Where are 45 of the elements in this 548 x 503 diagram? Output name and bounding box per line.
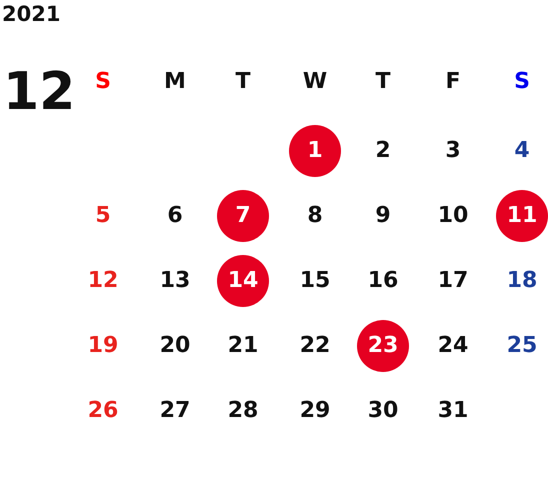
highlighted-day-circle xyxy=(357,320,409,372)
day-number: 7 xyxy=(235,205,251,227)
weekday-header: M xyxy=(164,71,186,93)
day-number: 15 xyxy=(300,270,330,292)
day-number: 8 xyxy=(307,205,323,227)
day-number: 22 xyxy=(300,335,330,357)
day-number: 30 xyxy=(368,400,398,422)
day-number: 17 xyxy=(438,270,468,292)
day-number: 3 xyxy=(445,140,461,162)
day-number: 28 xyxy=(228,400,258,422)
weekday-header: S xyxy=(95,71,111,93)
day-number: 31 xyxy=(438,400,468,422)
day-number: 26 xyxy=(88,400,118,422)
day-number: 4 xyxy=(514,140,530,162)
day-number: 6 xyxy=(167,205,183,227)
day-number: 25 xyxy=(506,335,538,357)
day-number: 29 xyxy=(300,400,330,422)
day-number: 5 xyxy=(95,205,111,227)
day-number: 10 xyxy=(438,205,468,227)
day-number: 12 xyxy=(88,270,118,292)
day-number: 1 xyxy=(307,140,323,162)
weekday-header: S xyxy=(514,71,530,93)
day-number: 13 xyxy=(160,270,190,292)
weekday-header: T xyxy=(376,71,390,93)
day-number: 20 xyxy=(160,335,190,357)
weekday-header: T xyxy=(236,71,250,93)
year-label: 2021 xyxy=(2,4,60,25)
highlighted-day-circle xyxy=(217,255,269,307)
day-number: 2 xyxy=(375,140,391,162)
highlighted-day-circle xyxy=(496,190,548,242)
day-number: 16 xyxy=(368,270,398,292)
weekday-header: F xyxy=(445,71,461,93)
day-number: 11 xyxy=(506,205,538,227)
day-number: 14 xyxy=(228,270,258,292)
day-number: 27 xyxy=(160,400,190,422)
day-number: 9 xyxy=(375,205,391,227)
month-number: 12 xyxy=(3,66,76,118)
highlighted-day-circle xyxy=(289,125,341,177)
highlighted-day-circle xyxy=(217,190,269,242)
day-number: 23 xyxy=(368,335,398,357)
day-number: 21 xyxy=(228,335,258,357)
day-number: 18 xyxy=(506,270,538,292)
day-number: 24 xyxy=(438,335,468,357)
day-number: 19 xyxy=(88,335,118,357)
weekday-header: W xyxy=(302,71,328,93)
